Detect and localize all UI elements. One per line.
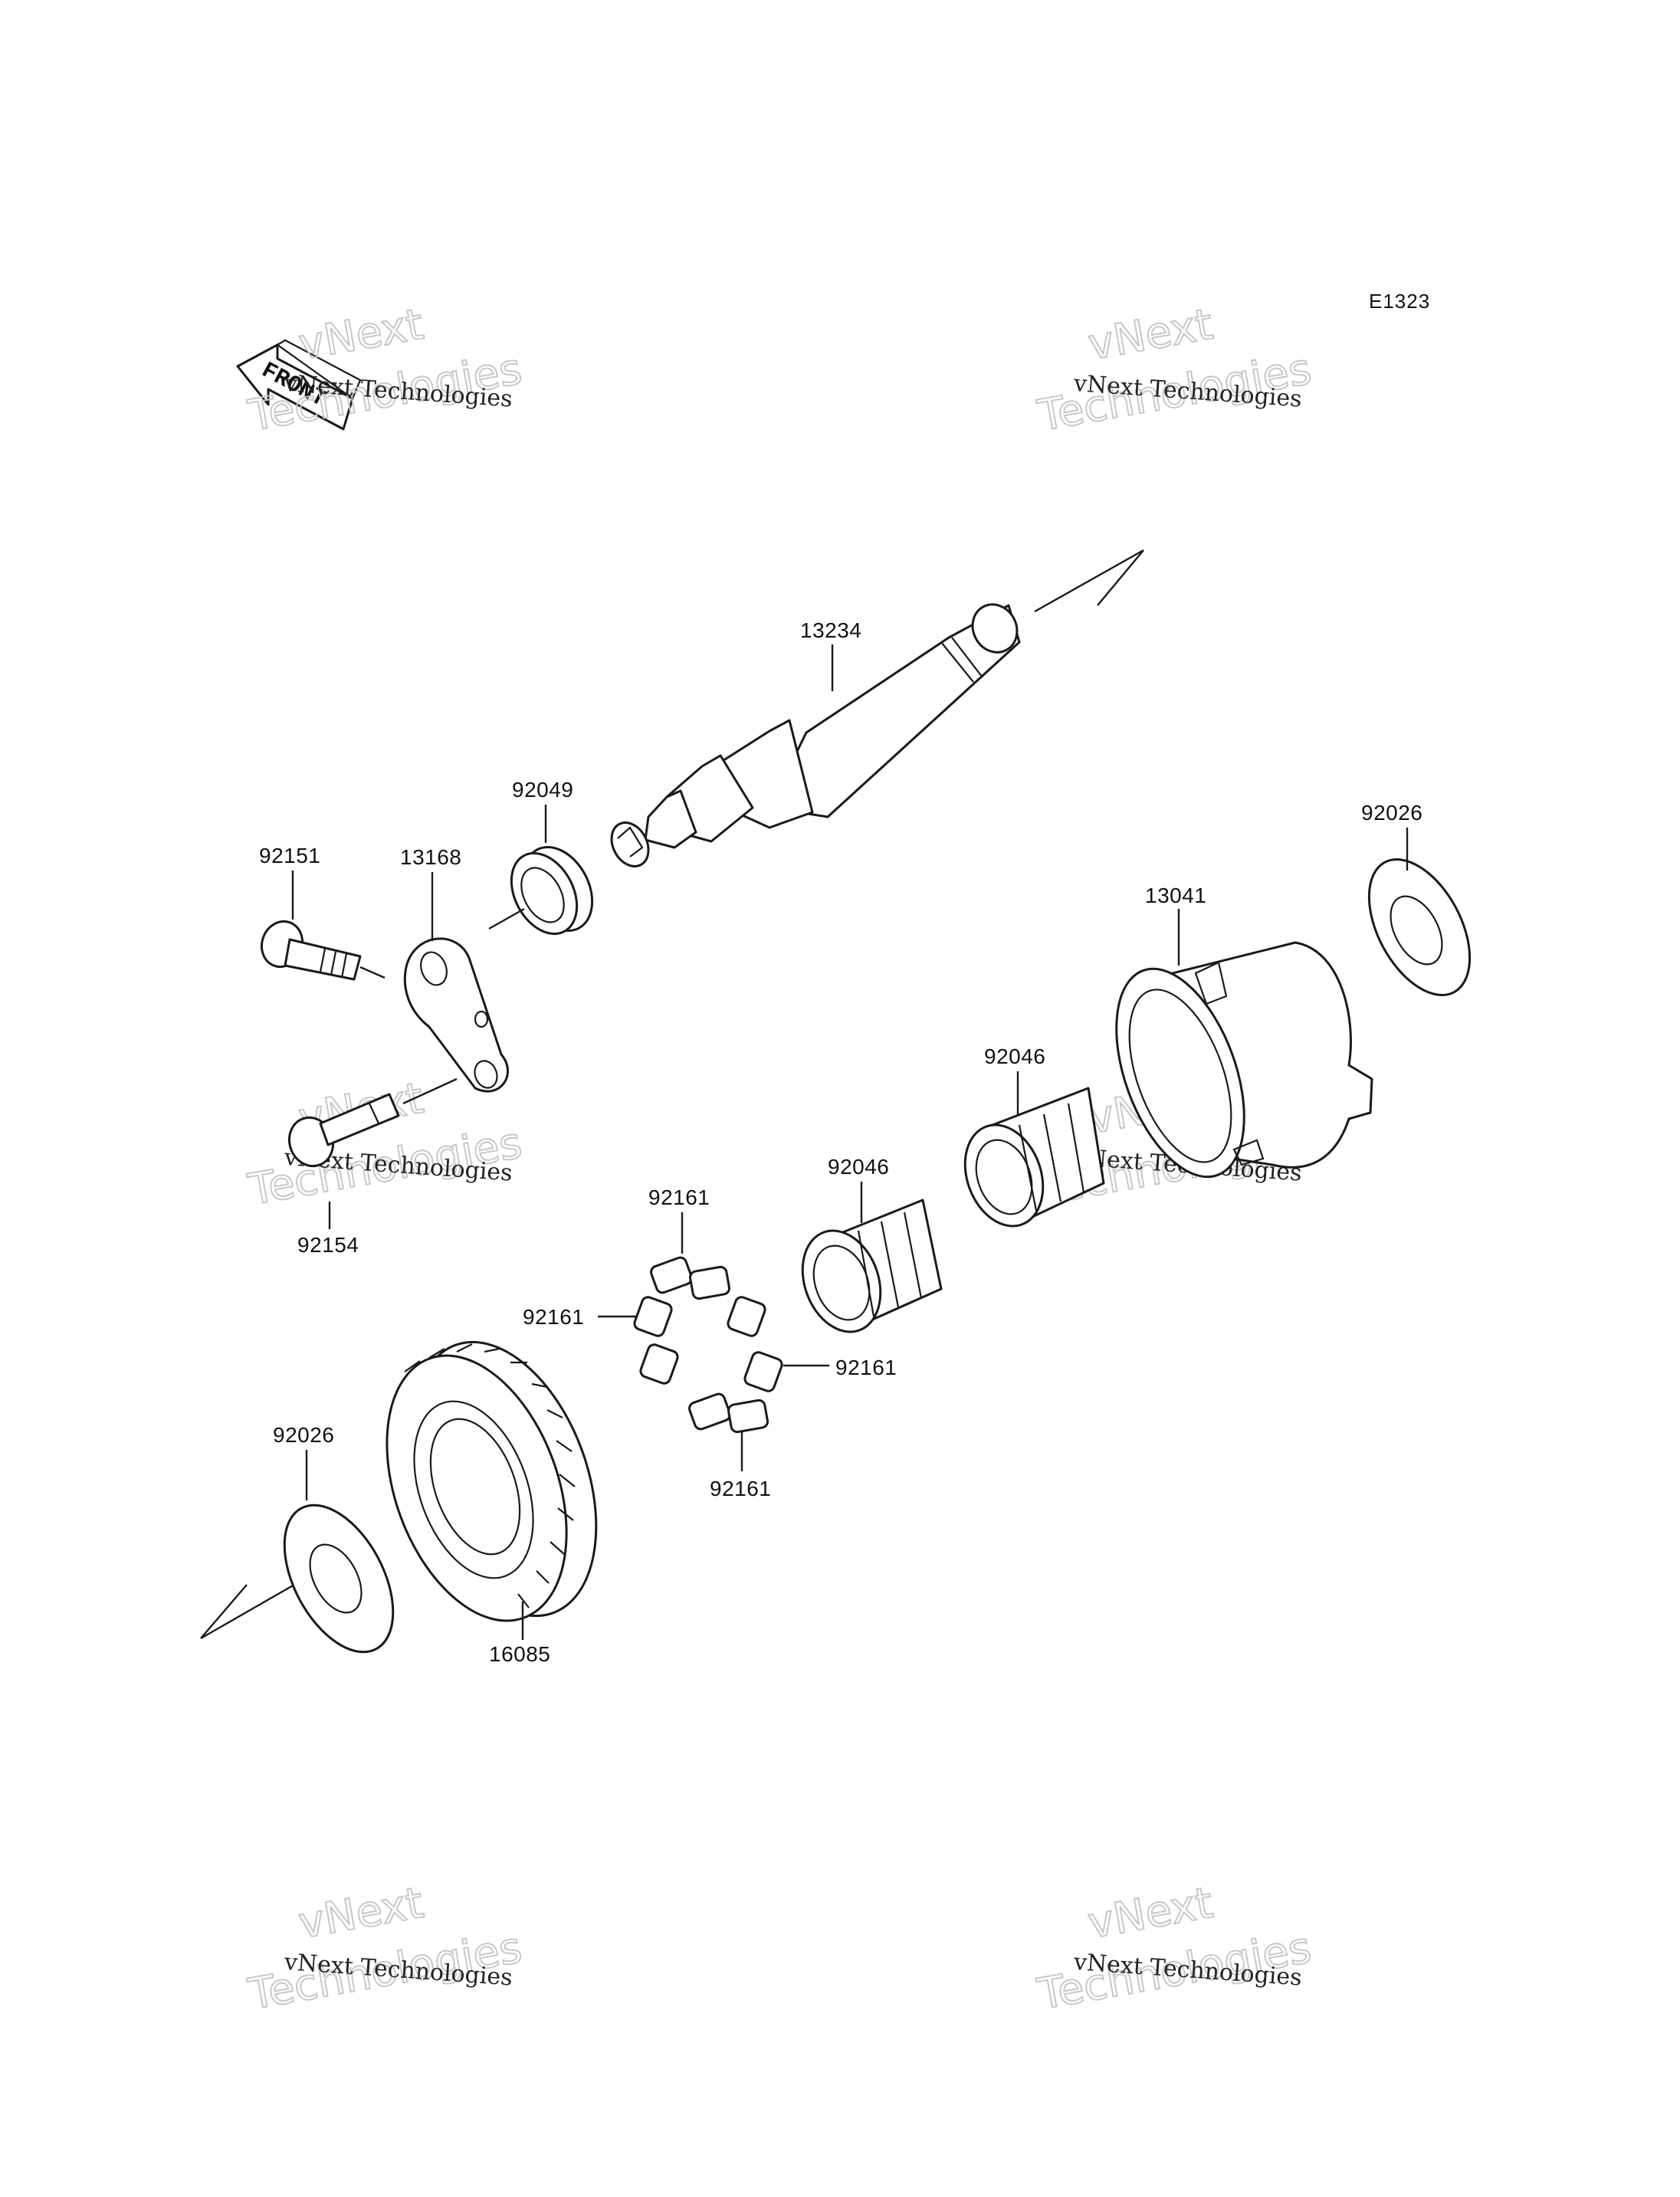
shaft-13234 (610, 603, 1021, 867)
leader-92154-link (402, 1077, 458, 1105)
svg-text:vNext: vNext (295, 300, 427, 370)
bolt-92151 (261, 920, 362, 981)
watermark-bottom-right: vNext Technologies vNext Technologies (1033, 1877, 1316, 2021)
diagram-code: E1323 (1369, 290, 1430, 313)
label-13168: 13168 (400, 845, 461, 869)
label-92151: 92151 (259, 844, 320, 867)
axis-arrow-top-right (1034, 549, 1144, 613)
needle-bearing-92046-right (963, 1087, 1105, 1228)
bolt-92154 (288, 1093, 400, 1168)
oil-seal-92049 (510, 845, 594, 936)
label-16085: 16085 (489, 1642, 550, 1666)
svg-text:vNext: vNext (1084, 1878, 1216, 1949)
leader-92151-link (359, 966, 386, 979)
label-92161-left: 92161 (523, 1305, 584, 1329)
lever-13168 (403, 937, 509, 1093)
label-92154: 92154 (297, 1233, 359, 1257)
watermark-top-right: vNext Technologies vNext Technologies (1033, 299, 1316, 442)
svg-text:vNext: vNext (1084, 300, 1216, 370)
needle-bearing-92046-left (801, 1199, 943, 1333)
axis-arrow-bottom-left (200, 1577, 306, 1640)
label-13234: 13234 (800, 618, 861, 642)
label-92161-right: 92161 (835, 1356, 897, 1379)
watermark-bottom-left: vNext Technologies vNext Technologies (244, 1877, 527, 2021)
label-92161-top: 92161 (648, 1185, 710, 1209)
label-92049: 92049 (512, 778, 573, 802)
thrust-washer-92026-top (1367, 858, 1472, 996)
housing-13041 (1115, 941, 1373, 1179)
rollers-92161 (633, 1256, 783, 1434)
leader-92049-link (488, 907, 525, 930)
gear-16085 (386, 1340, 598, 1622)
svg-text:vNext: vNext (295, 1878, 427, 1949)
label-92161-bottom: 92161 (710, 1477, 771, 1500)
label-92026-top: 92026 (1361, 801, 1422, 825)
label-92046-right: 92046 (984, 1044, 1045, 1068)
label-92026-bottom: 92026 (273, 1423, 334, 1447)
label-92046-left: 92046 (828, 1155, 889, 1179)
label-13041: 13041 (1145, 884, 1206, 907)
thrust-washer-92026-bottom (283, 1503, 395, 1654)
